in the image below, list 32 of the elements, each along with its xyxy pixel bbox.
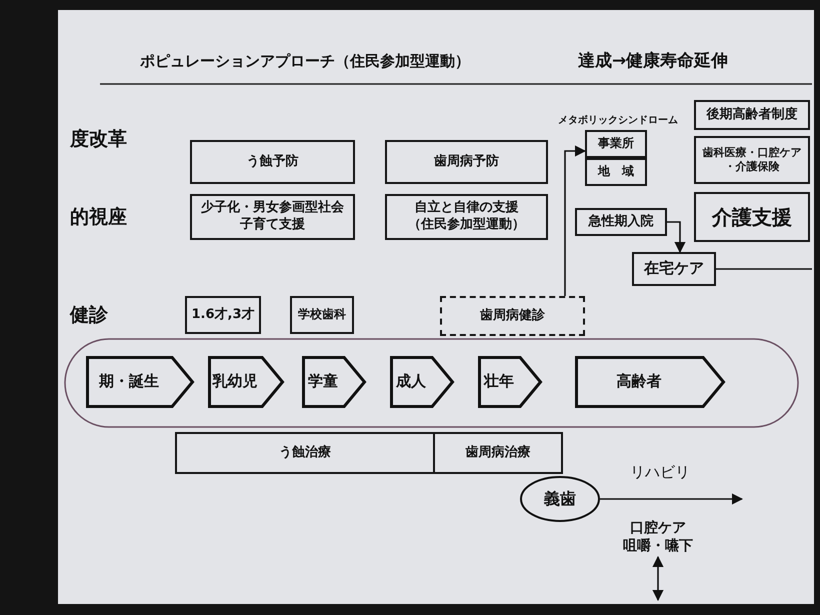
process-box: 急性期入院 xyxy=(575,208,667,236)
arrow xyxy=(652,556,664,602)
process-box: う蝕治療 xyxy=(175,432,435,474)
process-box: 学校歯科 xyxy=(290,296,354,334)
process-box: 自立と自律の支援（住民参加型運動） xyxy=(385,194,548,240)
process-box: 在宅ケア xyxy=(632,252,716,286)
annotation-text: 咀嚼・嚥下 xyxy=(623,537,693,556)
connector-line xyxy=(716,268,812,270)
oval-node: 義歯 xyxy=(520,476,600,522)
process-box: 1.6才,3才 xyxy=(185,296,261,334)
life-stage-pentagon: 期・誕生 xyxy=(86,356,194,408)
process-box: 地 域 xyxy=(585,158,647,186)
annotation-text: 口腔ケア xyxy=(630,518,686,537)
row-label: 健診 xyxy=(70,303,108,328)
dashed-box: 歯周病健診 xyxy=(440,296,585,336)
arrow xyxy=(600,493,744,505)
heading-text: 達成→健康寿命延伸 xyxy=(578,50,728,72)
arrow xyxy=(564,145,586,296)
process-box: 歯周病治療 xyxy=(433,432,563,474)
group-label: メタボリックシンドローム xyxy=(558,114,678,127)
row-label: 度改革 xyxy=(70,127,127,152)
process-box: う蝕予防 xyxy=(190,140,355,184)
process-box: 介護支援 xyxy=(694,192,810,242)
process-box: 少子化・男女参画型社会子育て支援 xyxy=(190,194,355,240)
process-box: 後期高齢者制度 xyxy=(694,100,810,130)
process-box: 事業所 xyxy=(585,130,647,158)
life-stage-pentagon: 高齢者 xyxy=(575,356,725,408)
arrow xyxy=(667,221,686,254)
process-box: 歯周病予防 xyxy=(385,140,548,184)
process-box: 歯科医療・口腔ケア・介護保険 xyxy=(694,136,810,184)
row-label: 的視座 xyxy=(70,205,127,230)
slide-title: ポピュレーションアプローチ（住民参加型運動） xyxy=(140,52,470,71)
